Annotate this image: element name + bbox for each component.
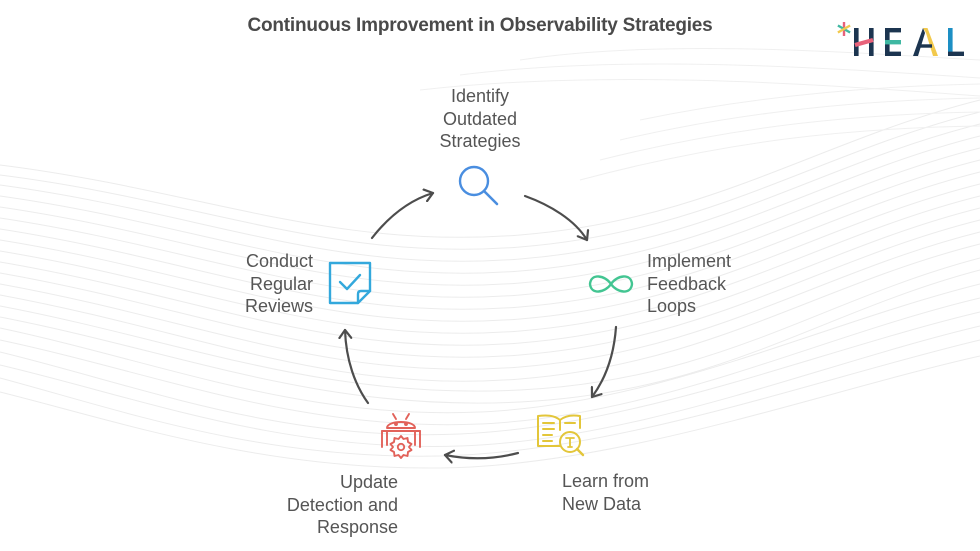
infinity-icon [588, 275, 634, 293]
step-label-review: Conduct Regular Reviews [244, 251, 313, 316]
heal-logo [836, 20, 971, 60]
arrow-learn-to-update [443, 453, 520, 458]
title-text: Continuous Improvement in Observability … [247, 15, 713, 36]
android-gear-icon [381, 413, 421, 459]
step-label-identify: Identify Outdated Strategies [439, 86, 521, 151]
arrow-identify-to-feedback [523, 194, 587, 242]
step-label-learn: Learn from New Data [562, 471, 650, 514]
diagram-title: Continuous Improvement in Observability … [0, 15, 980, 37]
step-label-update: Update Detection and Response [286, 472, 398, 537]
asterisk-icon [837, 22, 851, 36]
arrow-update-to-review [345, 328, 370, 405]
magnifier-icon [458, 165, 499, 206]
checked-note-icon [328, 261, 372, 305]
heal-wordmark [854, 28, 964, 56]
step-label-feedback: Implement Feedback Loops [647, 251, 732, 316]
arrow-review-to-identify [370, 193, 435, 240]
arrow-feedback-to-learn [592, 325, 618, 399]
book-search-icon [537, 414, 585, 457]
